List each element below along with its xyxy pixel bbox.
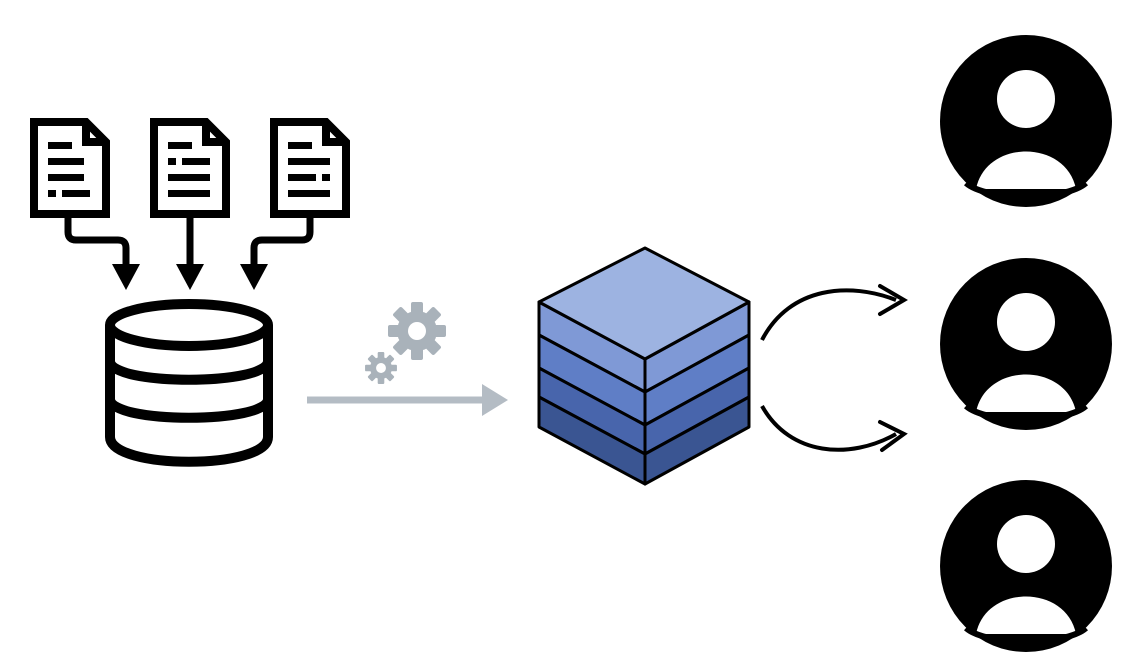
document-icon xyxy=(34,122,106,214)
user-avatar-icon xyxy=(940,480,1112,652)
gears-icon xyxy=(365,302,446,384)
document-icon xyxy=(154,122,226,214)
document-to-database-arrows xyxy=(64,214,314,268)
cube-to-users-arrows xyxy=(760,288,897,452)
layered-cube-icon xyxy=(537,246,751,486)
process-arrow xyxy=(307,384,508,416)
user-avatar-icon xyxy=(940,258,1112,430)
user-avatar-icon xyxy=(940,35,1112,207)
document-icon xyxy=(274,122,346,214)
database-icon xyxy=(105,299,273,467)
arrowheads xyxy=(112,264,268,290)
curved-arrowheads xyxy=(878,284,908,452)
